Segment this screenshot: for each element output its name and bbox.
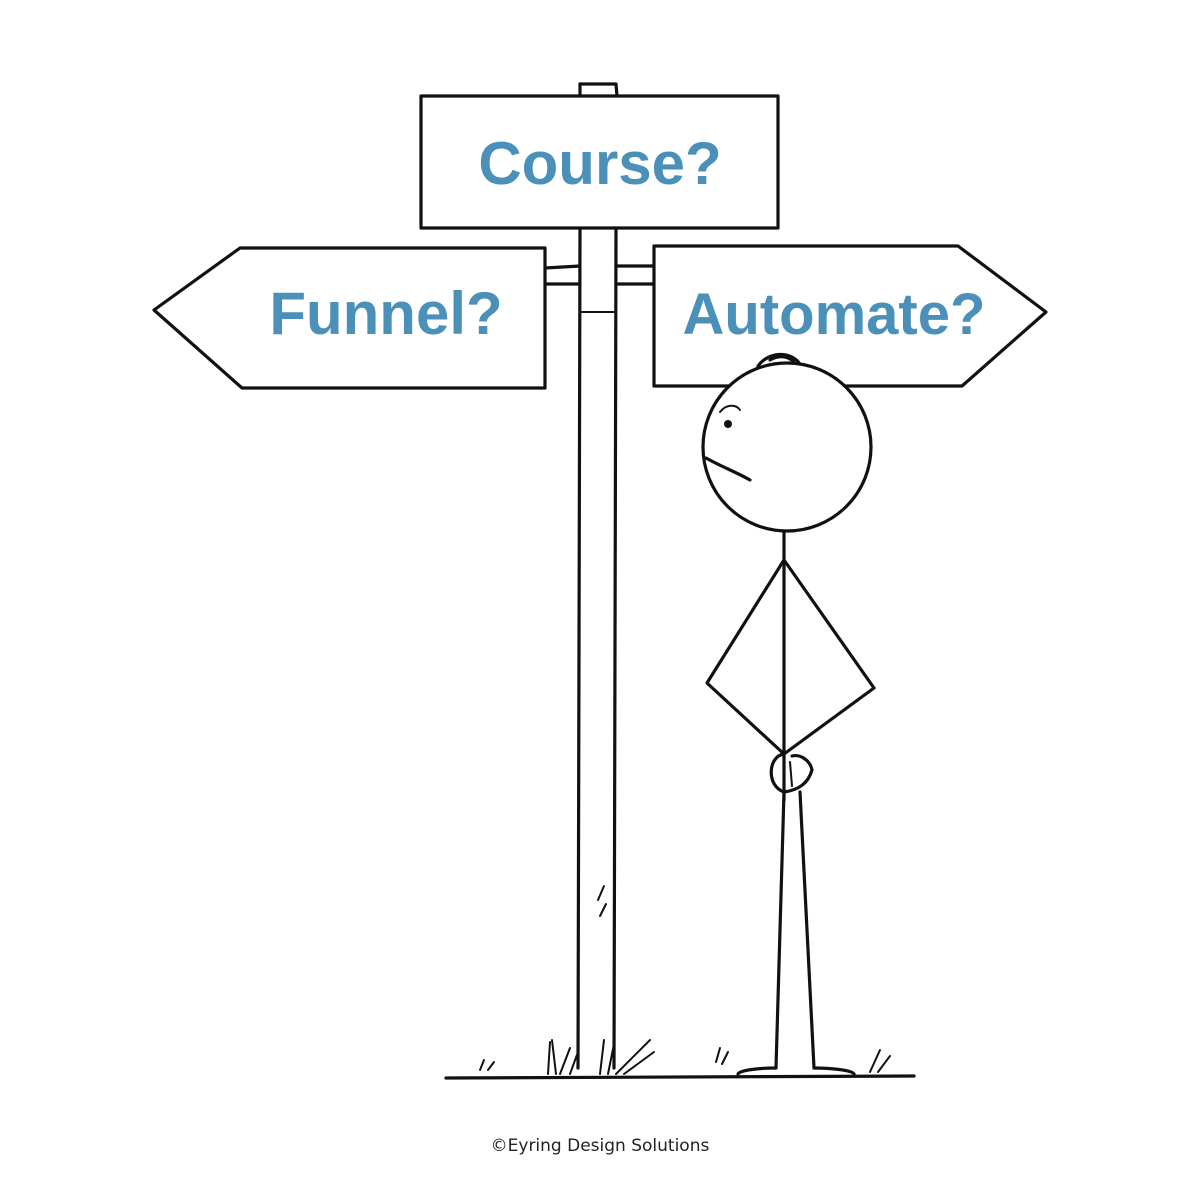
- sign-right-label: Automate?: [683, 282, 986, 347]
- sign-top: Course?: [419, 94, 780, 230]
- eye: [724, 420, 732, 428]
- sign-right: Automate?: [652, 244, 1048, 388]
- stick-figure: [701, 352, 876, 1076]
- sign-left-label: Funnel?: [269, 280, 502, 347]
- copyright-credit: ©Eyring Design Solutions: [490, 1136, 710, 1156]
- sign-top-label: Course?: [478, 130, 721, 197]
- signpost-pole: [543, 82, 654, 1070]
- head: [701, 361, 873, 533]
- ground: [444, 1039, 916, 1080]
- sign-left: Funnel?: [152, 246, 547, 390]
